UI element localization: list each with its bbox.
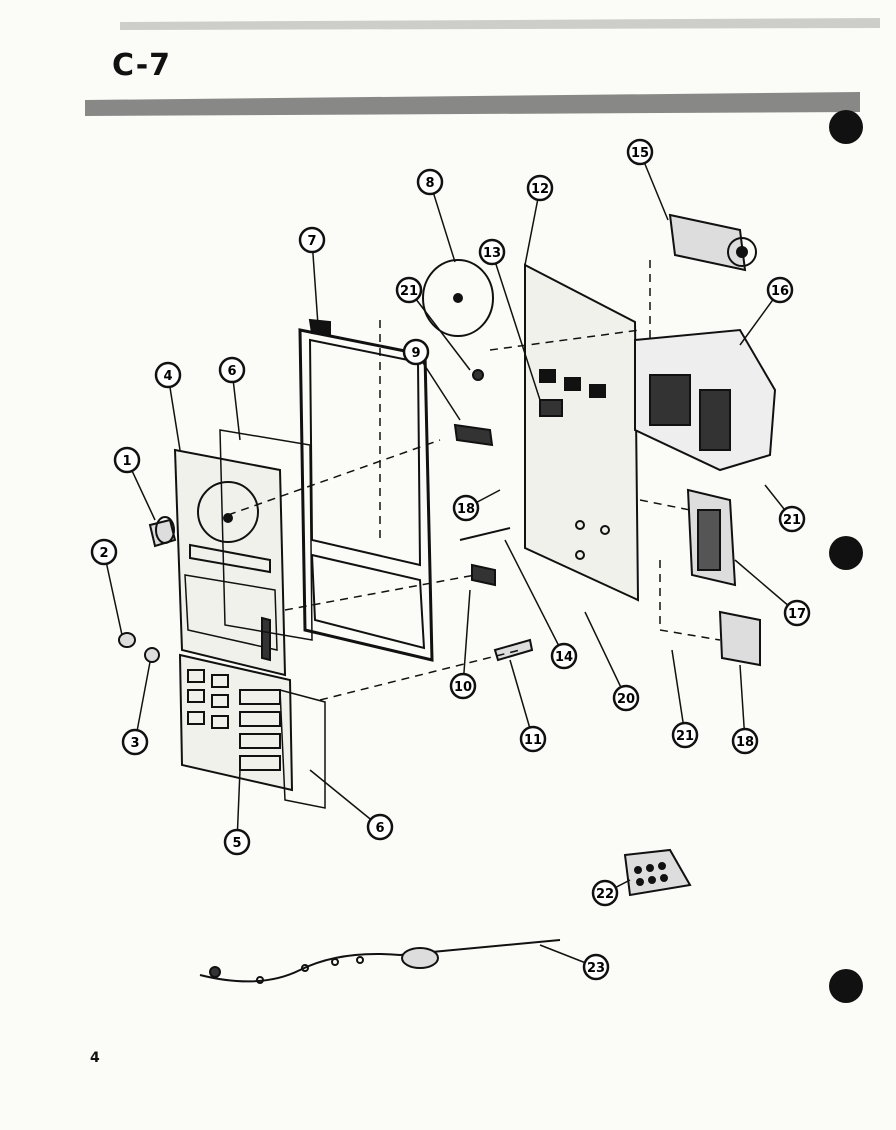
control-panel-part-4: [173, 448, 287, 677]
svg-text:6: 6: [375, 821, 384, 836]
callout-21-dial: 21: [395, 276, 423, 304]
svg-text:1: 1: [122, 454, 131, 469]
callout-18-lower: 18: [731, 727, 759, 755]
callout-2: 2: [90, 538, 118, 566]
svg-text:8: 8: [425, 176, 434, 191]
callout-20: 20: [612, 684, 640, 712]
callout-11: 11: [519, 725, 547, 753]
callout-15: 15: [626, 138, 654, 166]
screw-part-21: [472, 369, 484, 381]
keypad-part-5: [178, 653, 294, 792]
svg-text:5: 5: [232, 836, 241, 851]
svg-text:2: 2: [99, 546, 108, 561]
callout-21-right: 21: [778, 505, 806, 533]
assembly-guide-lines: [227, 260, 721, 701]
switch-part-9: [453, 423, 494, 447]
callout-13: 13: [478, 238, 506, 266]
button-part-3: [144, 647, 160, 663]
motor-part-15: [668, 213, 757, 272]
pin-part-14: [459, 527, 511, 541]
diagram-title: C-7: [112, 48, 172, 83]
svg-text:6: 6: [227, 364, 236, 379]
terminal-block-part-22: [623, 848, 692, 897]
binder-hole-top: [829, 110, 863, 144]
svg-text:18: 18: [736, 735, 754, 750]
svg-text:3: 3: [130, 736, 139, 751]
svg-text:9: 9: [411, 346, 420, 361]
callout-markers: 1 2 3 4 5 6 6 7 8 9 10 11 12 13 14 15 16…: [90, 138, 811, 981]
svg-text:21: 21: [400, 284, 418, 299]
callout-3: 3: [121, 728, 149, 756]
callout-17: 17: [783, 599, 811, 627]
component-part-10: [471, 563, 496, 587]
callout-4: 4: [154, 361, 182, 389]
svg-text:20: 20: [617, 692, 635, 707]
header-rule: [85, 18, 880, 116]
svg-text:13: 13: [483, 246, 501, 261]
svg-text:18: 18: [457, 502, 475, 517]
callout-1: 1: [113, 446, 141, 474]
svg-text:16: 16: [771, 284, 789, 299]
binder-hole-middle: [829, 536, 863, 570]
circuit-board-part-12: [524, 263, 640, 602]
transformer-part-16: [634, 328, 777, 472]
svg-text:21: 21: [676, 729, 694, 744]
binder-hole-bottom: [829, 969, 863, 1003]
button-part-2: [118, 632, 136, 648]
svg-text:17: 17: [788, 607, 806, 622]
component-part-18: [718, 610, 761, 667]
svg-text:22: 22: [596, 887, 614, 902]
callout-6-lower: 6: [366, 813, 394, 841]
callout-14: 14: [550, 642, 578, 670]
callout-9: 9: [402, 338, 430, 366]
callout-12: 12: [526, 174, 554, 202]
svg-text:15: 15: [631, 146, 649, 161]
knob-part-1: [148, 516, 177, 548]
svg-text:4: 4: [163, 369, 172, 384]
callout-7: 7: [298, 226, 326, 254]
callout-18-upper: 18: [452, 494, 480, 522]
svg-text:14: 14: [555, 650, 573, 665]
callout-5: 5: [223, 828, 251, 856]
svg-text:7: 7: [307, 234, 316, 249]
component-part-11: [493, 638, 534, 662]
svg-text:21: 21: [783, 513, 801, 528]
svg-text:11: 11: [524, 733, 542, 748]
gasket-part-6-lower: [279, 689, 326, 809]
callout-22: 22: [591, 879, 619, 907]
frame-part-7: [298, 318, 434, 662]
callout-8: 8: [416, 168, 444, 196]
callout-23: 23: [582, 953, 610, 981]
callout-21-lower: 21: [671, 721, 699, 749]
callout-16: 16: [766, 276, 794, 304]
svg-text:10: 10: [454, 680, 472, 695]
svg-text:23: 23: [587, 961, 605, 976]
gasket-part-6-upper: [219, 429, 313, 641]
page-number: 4: [90, 1050, 100, 1066]
callout-6-upper: 6: [218, 356, 246, 384]
callout-10: 10: [449, 672, 477, 700]
svg-text:12: 12: [531, 182, 549, 197]
temperature-probe-part-23: [199, 939, 561, 984]
relay-block-part-17: [686, 488, 737, 587]
dial-part-8: [422, 259, 494, 337]
